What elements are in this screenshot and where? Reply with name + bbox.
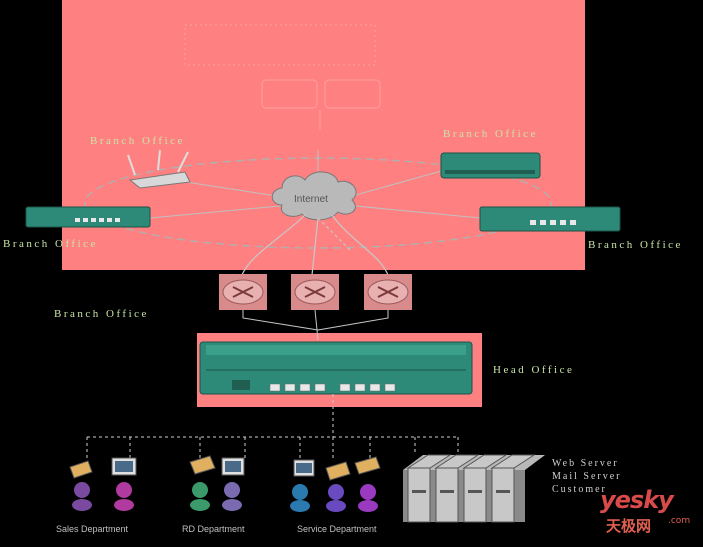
- router-links: [241, 214, 389, 276]
- router-3: [364, 274, 412, 310]
- head-office-label: Head Office: [493, 364, 575, 376]
- yesky-watermark-com: .com: [668, 516, 691, 526]
- sales-department-label: Sales Department: [56, 524, 129, 534]
- branch-office-label-mid-left: Branch Office: [3, 238, 98, 250]
- yesky-watermark-brand: yesky: [600, 486, 674, 514]
- branch-appliance-mid-right: [479, 206, 621, 232]
- branch-appliance-mid-left: [25, 206, 151, 228]
- sales-department-group: [69, 457, 137, 511]
- branch-wireless-router: [127, 149, 191, 189]
- branch-office-label-bottom: Branch Office: [54, 308, 149, 320]
- branch-office-label-top-right: Branch Office: [443, 128, 538, 140]
- service-department-group: [290, 456, 381, 512]
- rd-department-group: [189, 455, 245, 511]
- mail-server-label: Mail Server: [552, 471, 622, 482]
- customer-label: Customer: [552, 484, 607, 495]
- branch-appliance-top-right: [440, 152, 541, 179]
- internet-label: Internet: [294, 194, 328, 205]
- router-2: [291, 274, 339, 310]
- router-1: [219, 274, 267, 310]
- branch-office-label-top-left: Branch Office: [90, 135, 185, 147]
- top-diagram-remnant: [184, 24, 381, 130]
- yesky-watermark-sub: 天极网: [606, 517, 652, 535]
- web-server-label: Web Server: [552, 458, 619, 469]
- lan-bus: [86, 394, 459, 460]
- head-office-links: [242, 309, 389, 341]
- branch-office-label-mid-right: Branch Office: [588, 239, 683, 251]
- rd-department-label: RD Department: [182, 524, 245, 534]
- server-labels: Web Server Mail Server Customer: [552, 457, 622, 496]
- server-rack: [403, 454, 545, 523]
- head-office-appliance: [199, 341, 473, 395]
- service-department-label: Service Department: [297, 524, 377, 534]
